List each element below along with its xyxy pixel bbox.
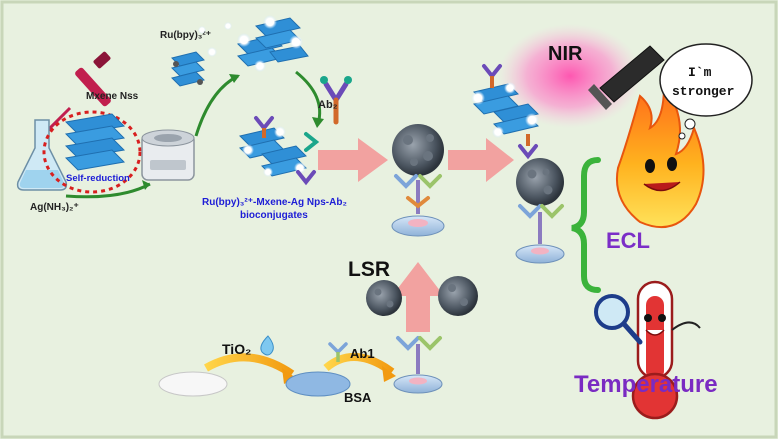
- nir-label: NIR: [548, 43, 583, 65]
- tio2-electrode-disc: [285, 371, 351, 397]
- pink-arrow-1: [318, 138, 388, 182]
- self-reduction-ring: [42, 110, 142, 194]
- ru-mxene-cluster-top: [198, 15, 309, 72]
- centrifuge-icon: [141, 129, 195, 181]
- antibody-stack-result: [518, 204, 564, 244]
- ru-mxene-cluster-right: [471, 64, 539, 160]
- antibody-icon-ab2: [320, 76, 352, 125]
- nanoparticle-icon-result: [516, 158, 564, 206]
- flashlight-icon: [588, 45, 665, 110]
- tio2-label: TiO₂: [222, 341, 251, 357]
- flask-to-centrifuge-arrow: [65, 182, 151, 199]
- thermometer-mascot-icon: [631, 280, 701, 420]
- antibody-icon-ab1: [328, 342, 348, 362]
- electrode-disc-icon-bottom: [393, 374, 443, 394]
- speech-line-2: stronger: [672, 84, 734, 99]
- antibody-stack-bottom: [396, 336, 442, 374]
- green-bracket: [571, 157, 601, 293]
- ab2-label: Ab₂: [318, 99, 338, 111]
- mxene-nss-label: Mxene Nss: [86, 91, 139, 102]
- ag-nh3-label: Ag(NH₃)₂⁺: [30, 202, 79, 213]
- nanoparticle-icon-right: [438, 276, 478, 316]
- pink-arrow-2: [448, 138, 514, 182]
- flame-mascot-icon: [616, 82, 705, 229]
- bioconjugate-label-line2: bioconjugates: [240, 210, 308, 221]
- nanoparticle-icon-left: [366, 280, 402, 316]
- lsr-label: LSR: [348, 258, 390, 281]
- nanoparticle-icon-center: [392, 124, 444, 176]
- ru-complex-label: Ru(bpy)₃²⁺: [160, 30, 211, 41]
- temperature-label: Temperature: [574, 371, 718, 398]
- magnifier-icon: [594, 294, 643, 345]
- tio2-arrow: [204, 353, 295, 378]
- pink-arrow-up: [392, 262, 444, 332]
- ecl-label: ECL: [606, 228, 650, 253]
- ab1-arrow: [323, 352, 395, 376]
- droplet-icon: [260, 335, 274, 356]
- electrode-disc-icon-result: [515, 244, 565, 264]
- bioconjugate-label-line1: Ru(bpy)₃²⁺-Mxene-Ag Nps-Ab₂: [202, 197, 347, 208]
- antibody-stack-center: [394, 174, 442, 214]
- mxene-sheet-icon: [64, 113, 126, 171]
- bioconjugate-cluster: [239, 116, 320, 186]
- electrode-disc-icon-center: [391, 215, 445, 237]
- ab1-label: Ab1: [350, 346, 375, 361]
- speech-bubble: [659, 43, 753, 140]
- bare-electrode-disc: [158, 371, 228, 397]
- speech-line-1: I`m: [688, 65, 712, 80]
- self-reduction-label: Self-reduction: [66, 173, 130, 184]
- mxene-cluster-small: [171, 51, 205, 87]
- bsa-label: BSA: [344, 390, 372, 405]
